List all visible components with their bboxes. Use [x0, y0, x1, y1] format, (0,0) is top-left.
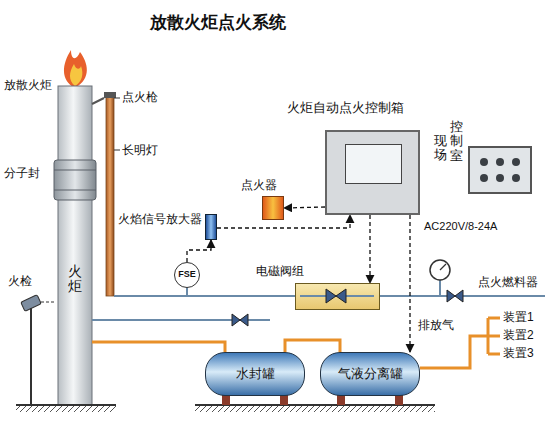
gauge-stem: [439, 280, 441, 296]
vent-valve: [232, 314, 248, 326]
unit-pipe: [420, 336, 488, 368]
gas-pipes: [92, 280, 545, 320]
node-text: 点火器: [241, 178, 277, 194]
pilot-line: [92, 98, 104, 104]
seal-ring: [54, 190, 96, 191]
signal-line: [409, 215, 410, 352]
leader-line: [114, 98, 120, 99]
ignition-nozzle: [104, 92, 116, 98]
panel-button: [512, 174, 520, 182]
unit-branch: [488, 318, 500, 354]
solenoid-valve-group: 电磁阀组: [295, 283, 380, 310]
signal-line: [187, 240, 211, 262]
signal-line: [284, 207, 325, 208]
node-text: 现场: [434, 134, 447, 163]
part-label: 放散火炬: [4, 78, 52, 94]
panel-button: [496, 158, 504, 166]
power-label: AC220V/8-24A: [424, 219, 497, 233]
flame-core: [70, 64, 82, 86]
flare-stack-node: 火炬: [58, 86, 92, 405]
fuel-valve: [447, 290, 463, 302]
separator-tank: 气液分离罐: [320, 352, 420, 396]
part-label: 分子封: [4, 166, 40, 182]
ignition-gun: [92, 92, 120, 296]
panel-button: [480, 174, 488, 182]
ground-hatch: [16, 405, 116, 412]
igniter: 点火器: [262, 196, 284, 220]
ground-line: [16, 404, 116, 406]
flare-stack: [54, 50, 96, 405]
control-room-panel: 现场控制室: [468, 146, 532, 194]
ground: [16, 395, 435, 412]
gas-pipe: [92, 342, 225, 352]
signal-line: [369, 215, 370, 283]
part-label: 点火燃料器: [478, 275, 538, 291]
pressure-gauge: [430, 260, 450, 280]
flame-detector: [21, 295, 56, 405]
node-text: FSE: [178, 269, 196, 281]
part-label: 火检: [8, 274, 32, 290]
ground-hatch: [195, 405, 435, 412]
tank-leg: [337, 395, 345, 405]
valve-body: [326, 289, 346, 303]
button-grid: [470, 148, 530, 192]
node-text: 控制室: [450, 120, 463, 163]
node-text: 水封罐: [236, 366, 275, 383]
node-text: 火炬自动点火控制箱: [287, 100, 404, 117]
gauge-needle: [440, 264, 446, 270]
signal-amplifier: 火焰信号放大器: [205, 214, 217, 240]
control-box: 火炬自动点火控制箱: [325, 130, 420, 215]
node-text: 电磁阀组: [256, 264, 304, 280]
node-text: 火焰信号放大器: [118, 212, 202, 228]
part-label: 点火枪: [122, 90, 158, 106]
diagram-title: 放散火炬点火系统: [150, 12, 286, 34]
unit-label: 装置3: [503, 346, 534, 362]
valve-symbol: [296, 284, 378, 308]
unit-label: 装置1: [503, 310, 534, 326]
detector-wire: [41, 302, 56, 303]
leader-line: [114, 150, 120, 151]
tank-leg: [395, 395, 403, 405]
node-text: 火炬: [68, 264, 82, 295]
gas-pipe: [285, 340, 340, 352]
part-label: 长明灯: [122, 143, 158, 159]
tank-leg: [280, 395, 288, 405]
node-text: 气液分离罐: [338, 366, 403, 383]
water-seal-tank: 水封罐: [205, 352, 305, 396]
panel-button: [512, 158, 520, 166]
seal-ring: [54, 170, 96, 171]
panel-button: [480, 158, 488, 166]
control-screen: [345, 144, 402, 184]
fuel-pipe: [114, 295, 295, 297]
unit-label: 装置2: [503, 328, 534, 344]
flame-sensor: FSE: [174, 262, 200, 288]
flame: [64, 50, 87, 88]
stack-body: [58, 86, 92, 405]
ignition-rod: [106, 96, 114, 296]
molecular-seal: [54, 160, 96, 200]
part-label: 排放气: [418, 318, 454, 334]
detector-pole: [30, 308, 32, 405]
tank-leg: [222, 395, 230, 405]
panel-button: [496, 174, 504, 182]
